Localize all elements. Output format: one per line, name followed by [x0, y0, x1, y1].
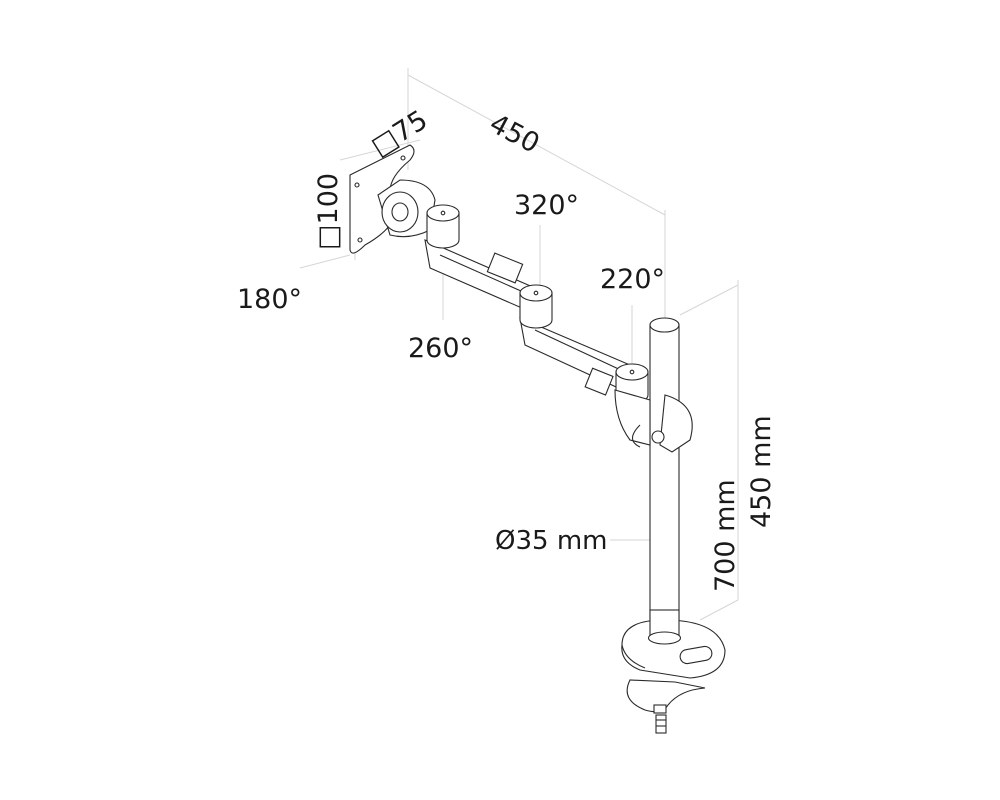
pole-height-label: 700 mm [710, 479, 741, 592]
rotation-320-label: 320° [514, 190, 580, 221]
arm-segment-1 [424, 239, 546, 319]
pole-collar [614, 389, 693, 453]
dimension-lines [299, 68, 739, 621]
pole-diameter-label: Ø35 mm [495, 526, 608, 556]
pole [649, 317, 680, 646]
tilt-head [377, 179, 436, 238]
rotation-220-label: 220° [600, 264, 666, 295]
rotation-260-label: 260° [408, 333, 474, 364]
joint-1 [426, 204, 460, 249]
arm-segment-2 [519, 317, 641, 400]
grommet-base [621, 609, 726, 679]
desk-clamp [626, 679, 706, 734]
height-adjust-label: 450 mm [746, 415, 777, 528]
joint-2 [519, 284, 553, 329]
vesa-100-label: □100 [313, 172, 344, 250]
rotation-180-label: 180° [237, 284, 303, 315]
